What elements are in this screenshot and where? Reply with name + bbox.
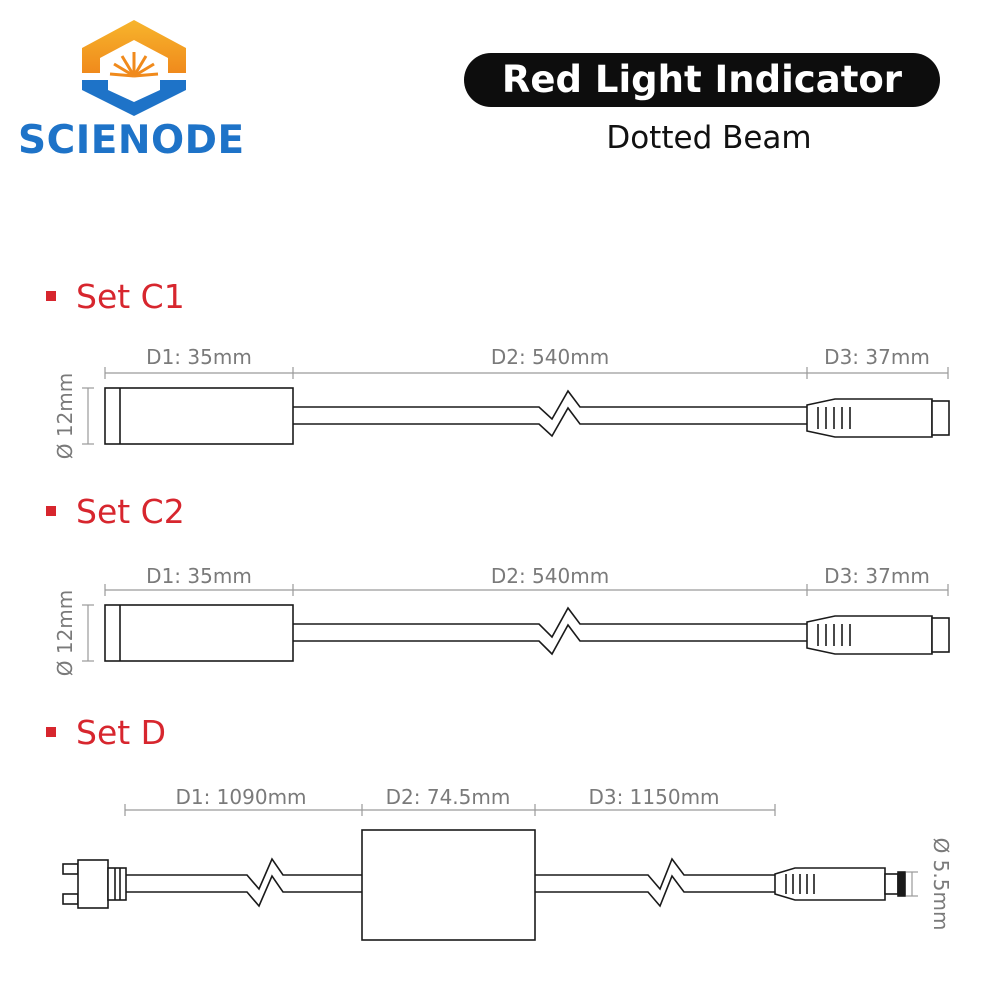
product-title: Red Light Indicator [464, 53, 940, 107]
dimension-label-d2: D2: 74.5mm [386, 785, 511, 809]
bullet-icon [46, 291, 56, 301]
set-heading-d: Set D [46, 710, 166, 754]
dimension-line [104, 367, 949, 379]
power-adapter-box [361, 829, 536, 941]
bullet-icon [46, 727, 56, 737]
sun-hexagon-logo-icon [82, 20, 186, 116]
set-heading-c2: Set C2 [46, 489, 185, 533]
cable [293, 606, 807, 656]
dimension-line [104, 584, 949, 596]
dimension-line [124, 804, 776, 816]
diameter-dimension [82, 387, 94, 445]
dimension-label-d2: D2: 540mm [491, 345, 609, 369]
set-label: Set D [76, 712, 167, 752]
set-label: Set C1 [76, 276, 185, 316]
dimension-label-d3: D3: 37mm [824, 345, 930, 369]
diameter-label: Ø 12mm [53, 373, 77, 460]
cable-right [535, 857, 775, 908]
cable-left [126, 857, 362, 908]
dimension-label-d1: D1: 35mm [146, 345, 252, 369]
brand-name: SCIENODE [18, 118, 245, 163]
diameter-dimension [82, 604, 94, 662]
diameter-dimension [906, 871, 918, 897]
dc-connector [806, 398, 950, 438]
cable [293, 389, 807, 438]
dimension-label-d1: D1: 35mm [146, 564, 252, 588]
set-c1-drawing: D1: 35mm D2: 540mm D3: 37mm Ø 12mm [53, 345, 950, 460]
laser-module [104, 604, 294, 662]
dimension-label-d3: D3: 37mm [824, 564, 930, 588]
dc-connector [806, 615, 950, 655]
set-label: Set C2 [76, 491, 185, 531]
dimension-label-d2: D2: 540mm [491, 564, 609, 588]
dimension-label-d1: D1: 1090mm [175, 785, 306, 809]
set-heading-c1: Set C1 [46, 274, 185, 318]
diameter-label: Ø 5.5mm [929, 838, 953, 931]
set-d-drawing: D1: 1090mm D2: 74.5mm D3: 1150mm Ø 5.5mm [62, 785, 953, 941]
power-plug [62, 859, 127, 909]
dc-connector [774, 867, 906, 901]
bullet-icon [46, 506, 56, 516]
laser-module [104, 387, 294, 445]
product-subtitle: Dotted Beam [606, 120, 812, 156]
dimension-label-d3: D3: 1150mm [588, 785, 719, 809]
diameter-label: Ø 12mm [53, 590, 77, 677]
set-c2-drawing: D1: 35mm D2: 540mm D3: 37mm Ø 12mm [53, 564, 950, 677]
